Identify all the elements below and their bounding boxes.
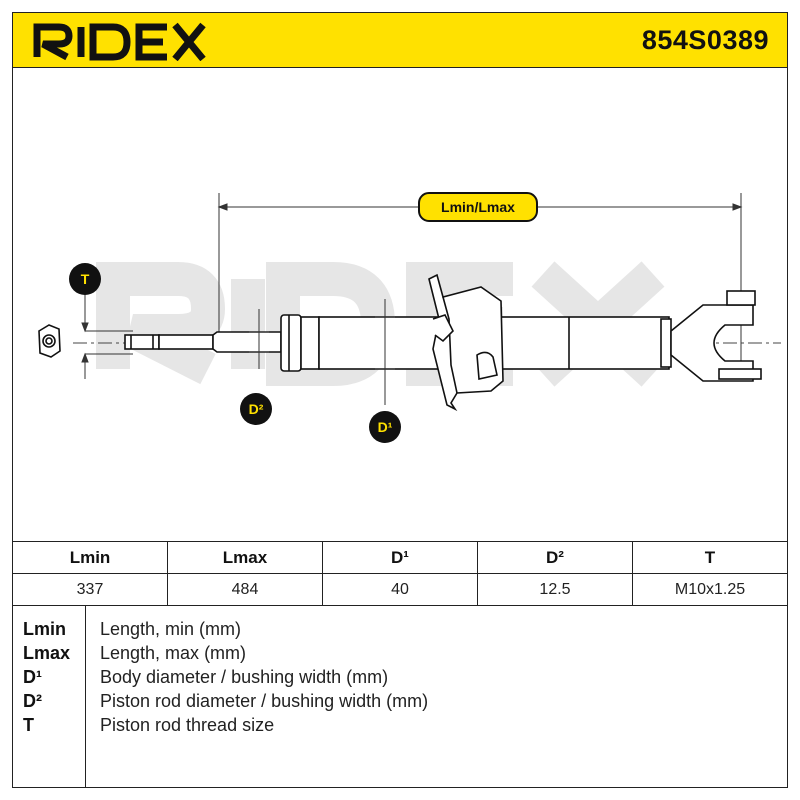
spec-value-t: M10x1.25 bbox=[632, 573, 788, 606]
legend-desc: Body diameter / bushing width (mm) bbox=[100, 667, 389, 687]
thread-label: T bbox=[81, 271, 90, 287]
spec-value-lmax: 484 bbox=[167, 573, 323, 606]
legend-item: D¹ Body diameter / bushing width (mm) bbox=[13, 667, 787, 691]
legend-desc: Piston rod diameter / bushing width (mm) bbox=[100, 691, 429, 711]
spring-seat bbox=[428, 273, 504, 412]
legend-key: Lmax bbox=[23, 643, 71, 663]
legend-key: D¹ bbox=[23, 667, 42, 687]
spec-table-header-row: Lmin Lmax D¹ D² T bbox=[12, 541, 788, 574]
spec-header-lmin: Lmin bbox=[12, 541, 168, 574]
thread-dimension bbox=[81, 294, 133, 379]
rod-diameter-dimension bbox=[249, 309, 269, 369]
spec-value-d1: 40 bbox=[322, 573, 478, 606]
spec-table: Lmin Lmax D¹ D² T 337 484 40 12.5 M10x1.… bbox=[12, 541, 788, 606]
clevis-mount bbox=[670, 290, 762, 382]
legend-key: T bbox=[23, 715, 34, 735]
spec-value-d2: 12.5 bbox=[477, 573, 633, 606]
spec-table-value-row: 337 484 40 12.5 M10x1.25 bbox=[12, 573, 788, 606]
thread-badge: T bbox=[69, 263, 101, 295]
body-diameter-dimension bbox=[375, 299, 395, 405]
nut-part bbox=[38, 324, 61, 358]
legend-item: Lmin Length, min (mm) bbox=[13, 619, 787, 643]
legend-desc: Piston rod thread size bbox=[100, 715, 275, 735]
spec-header-t: T bbox=[632, 541, 788, 574]
spec-value-lmin: 337 bbox=[12, 573, 168, 606]
legend-desc: Length, max (mm) bbox=[100, 643, 247, 663]
rod-diameter-badge: D² bbox=[240, 393, 272, 425]
legend-key: Lmin bbox=[23, 619, 66, 639]
legend-item: D² Piston rod diameter / bushing width (… bbox=[13, 691, 787, 715]
header-bar: 854S0389 bbox=[12, 12, 788, 68]
legend-key: D² bbox=[23, 691, 42, 711]
legend-item: T Piston rod thread size bbox=[13, 715, 787, 739]
body-diameter-badge: D¹ bbox=[369, 411, 401, 443]
spec-header-d2: D² bbox=[477, 541, 633, 574]
legend-divider bbox=[85, 605, 86, 787]
legend-desc: Length, min (mm) bbox=[100, 619, 242, 639]
ridex-logo bbox=[33, 22, 206, 61]
legend-item: Lmax Length, max (mm) bbox=[13, 643, 787, 667]
length-label: Lmin/Lmax bbox=[441, 199, 515, 215]
piston-rod bbox=[124, 331, 282, 353]
spec-header-d1: D¹ bbox=[322, 541, 478, 574]
length-badge: Lmin/Lmax bbox=[418, 192, 538, 222]
part-number: 854S0389 bbox=[641, 25, 769, 55]
shock-absorber-drawing: Lmin/Lmax T D² bbox=[38, 192, 781, 443]
top-cap bbox=[280, 314, 320, 372]
body-diameter-label: D¹ bbox=[378, 419, 393, 435]
spec-header-lmax: Lmax bbox=[167, 541, 323, 574]
rod-diameter-label: D² bbox=[249, 401, 264, 417]
legend-panel: Lmin Length, min (mm) Lmax Length, max (… bbox=[12, 605, 788, 788]
